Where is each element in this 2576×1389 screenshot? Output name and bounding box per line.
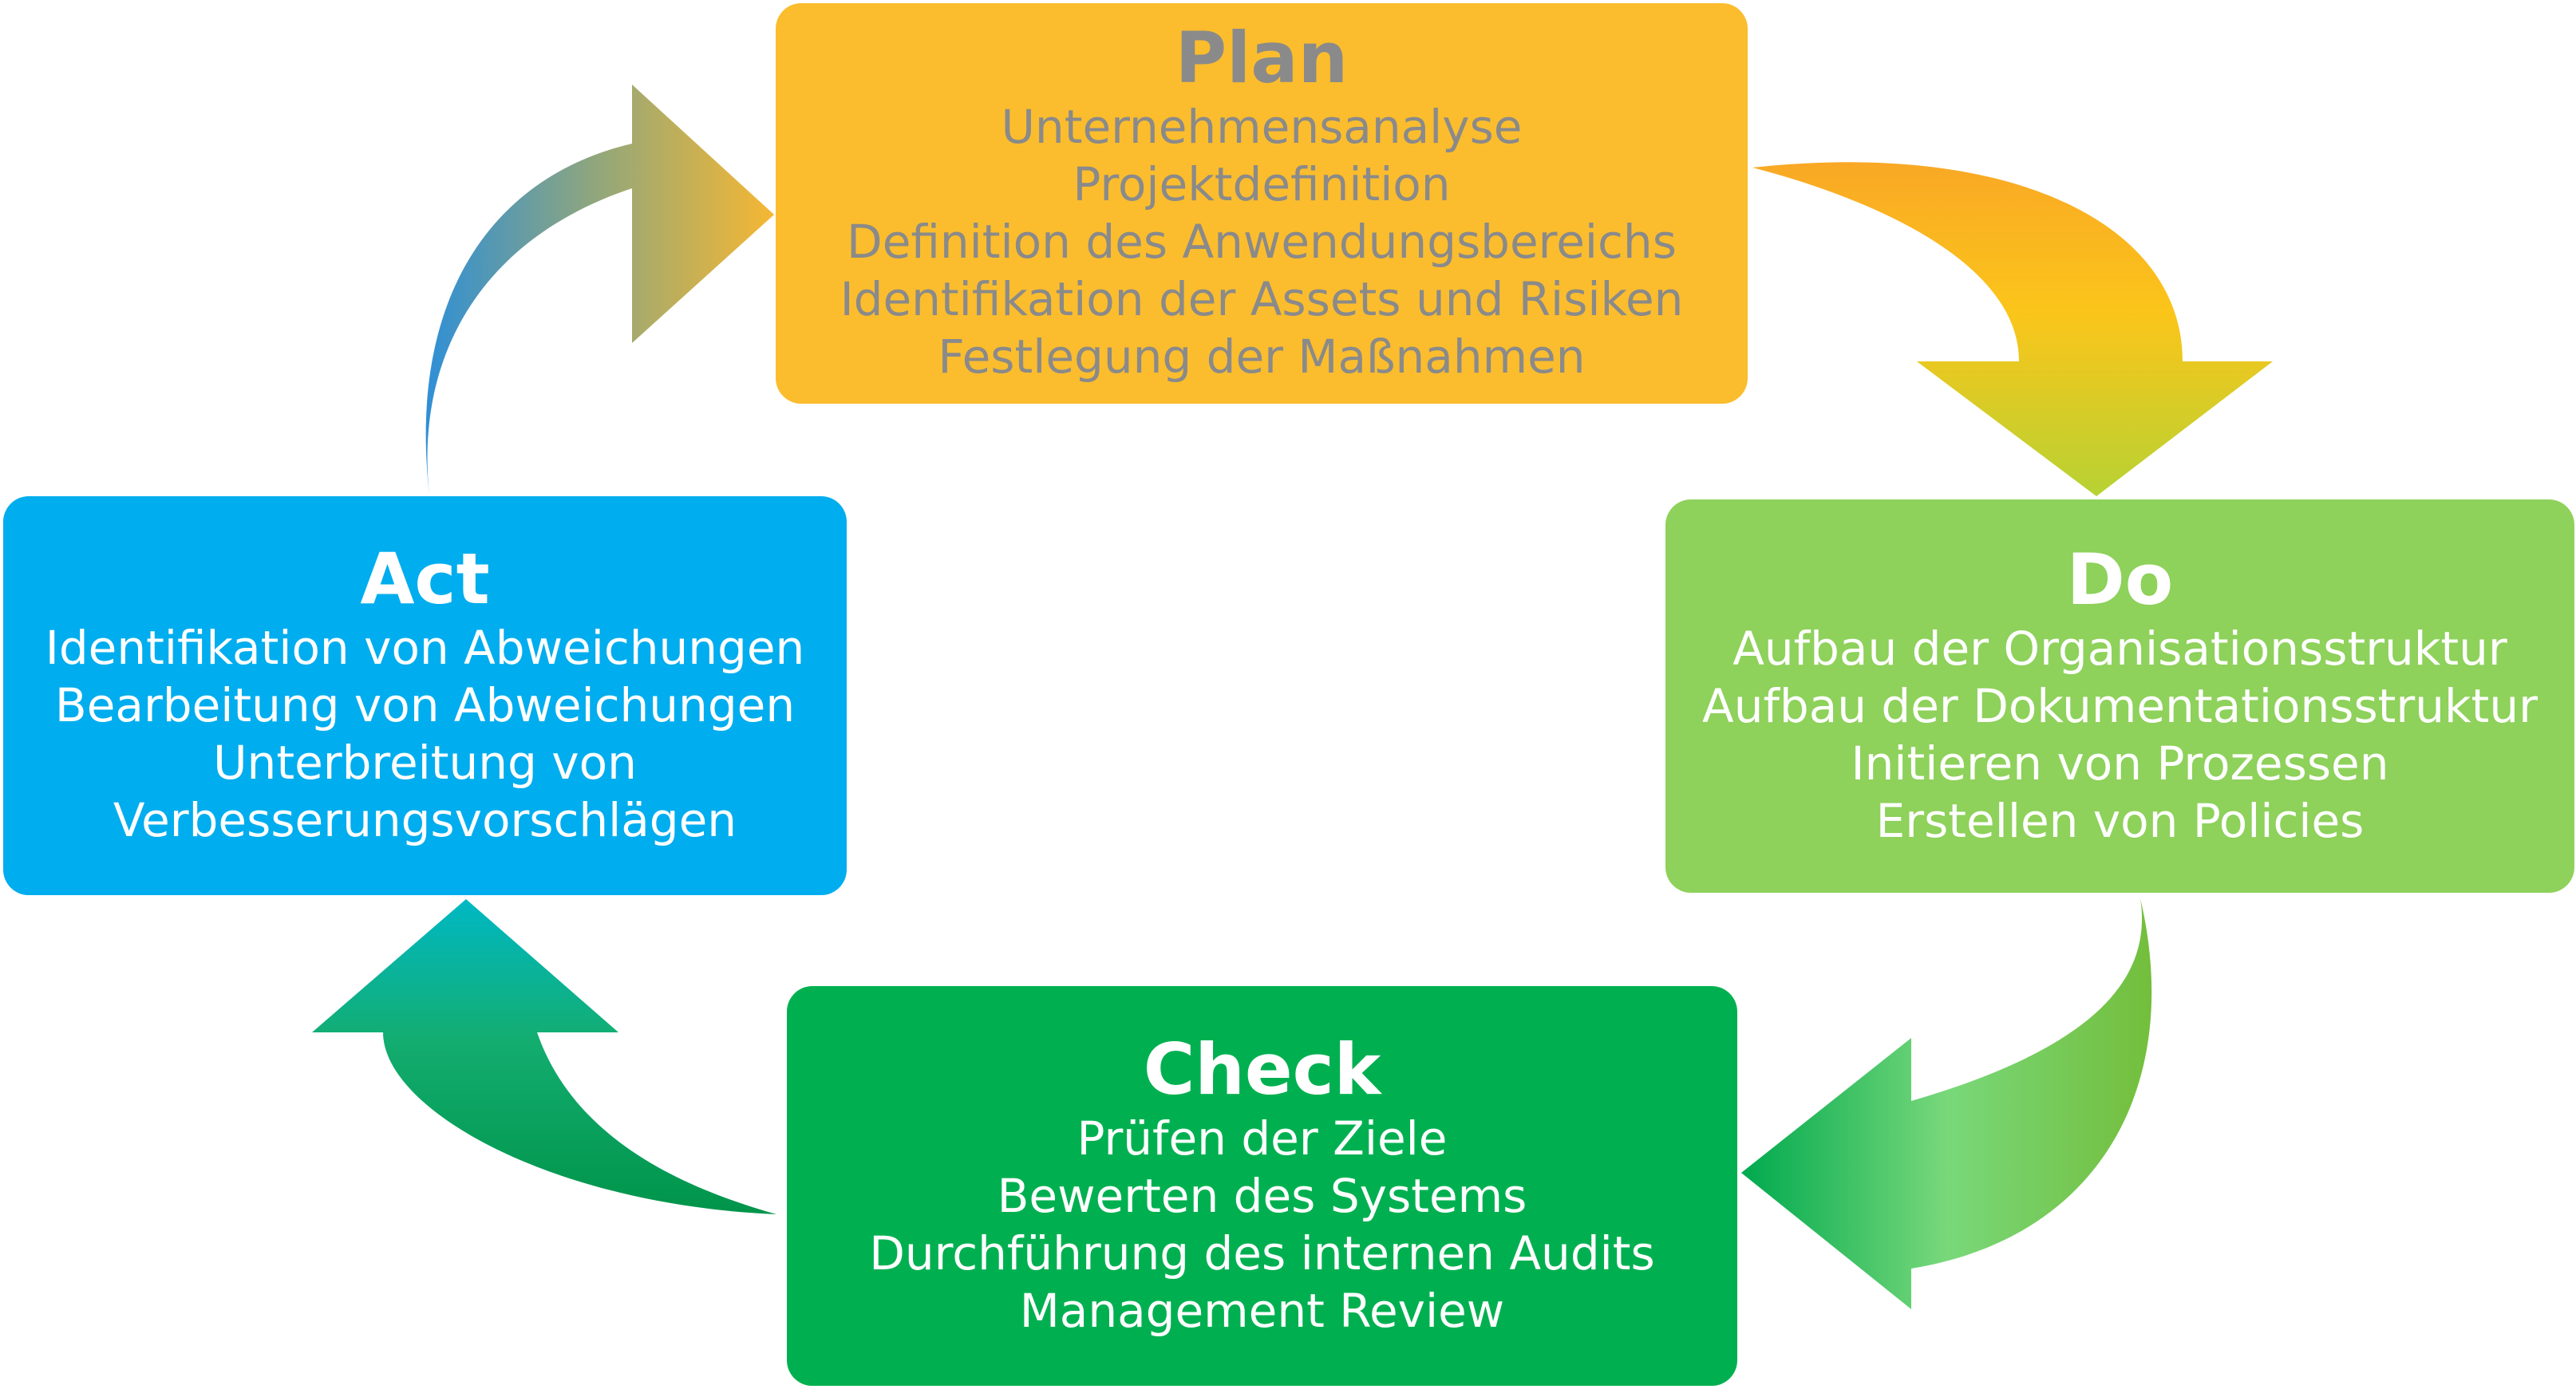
do-item: Initieren von Prozessen [1851, 736, 2389, 791]
do-item: Aufbau der Dokumentationsstruktur [1702, 678, 2538, 733]
plan-item: Projektdefinition [1073, 157, 1451, 211]
act-box: Act Identifikation von Abweichungen Bear… [3, 496, 847, 895]
check-item: Durchführung des internen Audits [869, 1225, 1655, 1280]
plan-item: Identifikation der Assets und Risiken [840, 272, 1684, 326]
act-item: Bearbeitung von Abweichungen [54, 678, 796, 732]
plan-list: Unternehmensanalyse Projektdefinition De… [840, 98, 1684, 385]
act-item: Unterbreitung von [213, 736, 637, 790]
act-title: Act [360, 538, 490, 620]
check-list: Prüfen der Ziele Bewerten des Systems Du… [869, 1110, 1654, 1340]
check-box: Check Prüfen der Ziele Bewerten des Syst… [787, 986, 1737, 1386]
act-item: Verbesserungsvorschlägen [113, 793, 737, 847]
arrow-act-to-plan [425, 85, 774, 495]
arrow-plan-to-do [1752, 162, 2273, 497]
plan-item: Unternehmensanalyse [1001, 100, 1523, 154]
arrow-do-to-check [1741, 898, 2152, 1309]
plan-box: Plan Unternehmensanalyse Projektdefiniti… [776, 3, 1748, 404]
plan-item: Festlegung der Maßnahmen [938, 329, 1586, 384]
check-title: Check [1143, 1028, 1381, 1111]
act-item: Identifikation von Abweichungen [45, 621, 805, 675]
do-item: Erstellen von Policies [1875, 793, 2365, 848]
check-item: Prüfen der Ziele [1077, 1111, 1448, 1166]
do-title: Do [2066, 538, 2174, 621]
do-list: Aufbau der Organisationsstruktur Aufbau … [1702, 620, 2538, 850]
do-item: Aufbau der Organisationsstruktur [1732, 621, 2507, 676]
plan-item: Definition des Anwendungsbereichs [847, 215, 1677, 269]
do-box: Do Aufbau der Organisationsstruktur Aufb… [1665, 499, 2574, 893]
plan-title: Plan [1175, 17, 1349, 99]
act-list: Identifikation von Abweichungen Bearbeit… [45, 619, 805, 849]
check-item: Management Review [1019, 1283, 1505, 1338]
check-item: Bewerten des Systems [997, 1168, 1527, 1223]
arrow-check-to-act [312, 899, 776, 1214]
